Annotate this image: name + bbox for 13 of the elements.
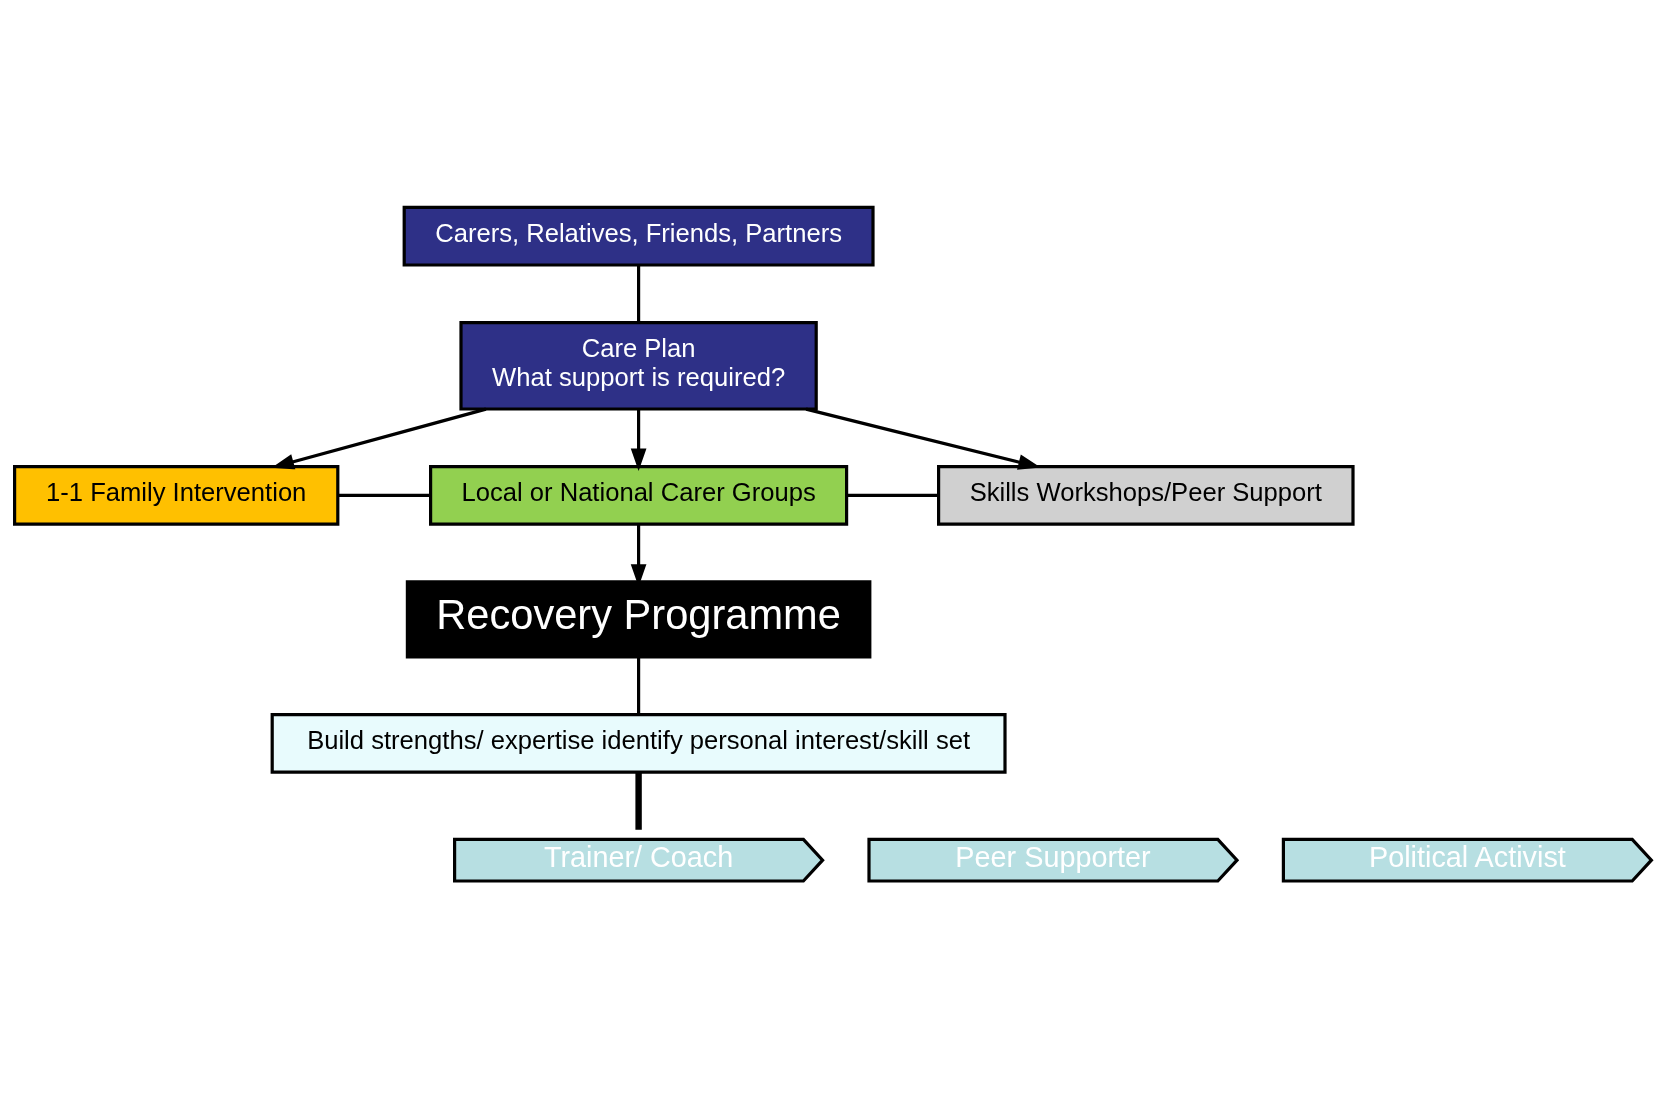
node-box: Local or National Carer Groups (429, 464, 849, 526)
arrow (630, 409, 647, 471)
node-box: 1-1 Family Intervention (13, 464, 340, 526)
connector (637, 656, 641, 714)
node-box: Skills Workshops/Peer Support (937, 464, 1355, 526)
node-box: Build strengths/ expertise identify personal interest/skill set (270, 712, 1007, 774)
node-box: Care Plan What support is required? (459, 320, 818, 411)
connector (846, 493, 939, 497)
node-box: Recovery Programme (405, 579, 872, 659)
connector (337, 493, 431, 497)
connector (635, 772, 642, 830)
node-box: Carers, Relatives, Friends, Partners (402, 205, 875, 267)
connector (637, 264, 641, 322)
